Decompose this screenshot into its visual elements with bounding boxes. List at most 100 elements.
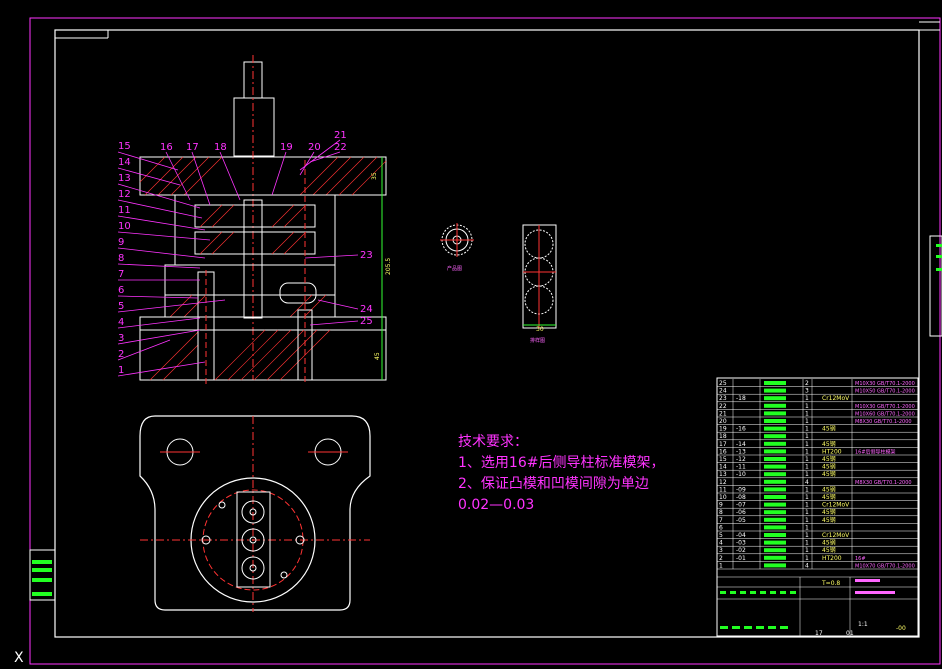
part-label-13: 13 — [118, 173, 131, 184]
drawing-frame — [29, 17, 942, 665]
bom-row-standard: M8X30 GB/T70.1-2000 — [855, 480, 912, 486]
bom-row-number: 18 — [719, 433, 727, 440]
bom-row-name-bar — [764, 563, 786, 568]
bom-row-qty: 1 — [805, 456, 809, 463]
bom-row-number: 17 — [719, 441, 727, 448]
bom-row-number: 5 — [719, 532, 723, 539]
bom-row-qty: 1 — [805, 502, 809, 509]
bom-row-material: 45钢 — [822, 508, 836, 516]
bom-row-number: 20 — [719, 418, 727, 425]
bom-row-name-bar — [764, 517, 786, 522]
bom-row-number: 21 — [719, 410, 727, 417]
bom-row-material: Cr12MoV — [822, 532, 850, 539]
bom-row-name-bar — [764, 411, 786, 416]
bom-row-number: 25 — [719, 380, 727, 387]
bom-row-qty: 1 — [805, 517, 809, 524]
bom-row-code: -14 — [736, 441, 746, 448]
bom-row-material: 45钢 — [822, 516, 836, 524]
bom-row-code: -04 — [736, 532, 746, 539]
svg-text:35: 35 — [371, 172, 378, 180]
bom-row-code: -06 — [736, 509, 746, 516]
bom-row-material: 45钢 — [822, 463, 836, 471]
bom-row-name-bar — [764, 533, 786, 537]
bom-row: 18 1 — [719, 433, 809, 440]
bom-row-code: -13 — [736, 448, 746, 455]
section-view: 35 205.5 45 — [139, 55, 392, 385]
bom-row-code: -05 — [736, 517, 746, 524]
bom-row-qty: 1 — [805, 494, 809, 501]
part-label-14: 14 — [118, 157, 131, 168]
bom-row-number: 23 — [719, 395, 727, 402]
origin-x-mark: X — [14, 650, 24, 666]
bom-row-material: 45钢 — [822, 425, 836, 433]
bom-row-qty: 1 — [805, 448, 809, 455]
bom-row-name-bar — [764, 449, 786, 454]
product-drawing-label: 产品图 — [447, 265, 462, 272]
bom-row-name-bar — [764, 525, 786, 530]
part-label-5: 5 — [118, 301, 124, 312]
bom-row: 10 -08 1 45钢 — [719, 493, 836, 501]
part-label-20: 20 — [308, 142, 321, 153]
bom-row: 8 -06 1 45钢 — [719, 508, 836, 516]
bom-row-number: 6 — [719, 524, 723, 531]
bom-row-qty: 1 — [805, 471, 809, 478]
plan-view — [139, 415, 371, 612]
part-label-15: 15 — [118, 141, 131, 152]
part-label-16: 16 — [160, 142, 173, 153]
bom-row-qty: 1 — [805, 509, 809, 516]
bom-row-qty: 1 — [805, 464, 809, 471]
bom-row-code: -01 — [736, 555, 746, 562]
part-label-10: 10 — [118, 221, 131, 232]
bom-row-code: -08 — [736, 494, 746, 501]
bom-row-number: 3 — [719, 547, 723, 554]
bom-row-qty: 1 — [805, 410, 809, 417]
bom-row-number: 22 — [719, 403, 727, 410]
bom-row-number: 10 — [719, 494, 727, 501]
part-label-2: 2 — [118, 349, 124, 360]
part-label-9: 9 — [118, 237, 124, 248]
technical-requirements: 技术要求： 1、选用16#后侧导柱标准模架， 2、保证凸模和凹模间隙为单边0.0… — [458, 432, 668, 516]
bom-row-number: 8 — [719, 509, 723, 516]
bom-row-name-bar — [764, 381, 786, 385]
outer-frame — [29, 17, 941, 665]
bom-row-number: 9 — [719, 502, 723, 509]
bom-row-name-bar — [764, 419, 786, 423]
part-label-6: 6 — [118, 285, 124, 296]
bom-row-qty: 1 — [805, 441, 809, 448]
bom-row-qty: 1 — [805, 540, 809, 547]
part-label-3: 3 — [118, 333, 124, 344]
bom-row-code: -18 — [736, 395, 746, 402]
part-label-23: 23 — [360, 250, 373, 261]
bom-row-code: -16 — [736, 426, 746, 433]
part-label-21: 21 — [334, 130, 347, 141]
bom-row-material: 45钢 — [822, 493, 836, 501]
bom-row-qty: 3 — [805, 388, 809, 395]
bom-row-number: 12 — [719, 479, 727, 486]
bom-row-code: -07 — [736, 502, 746, 509]
title-sheets: 01 — [846, 630, 854, 637]
bom-row-qty: 1 — [805, 433, 809, 440]
bom-row-code: -11 — [736, 464, 746, 471]
bom-row-number: 7 — [719, 517, 723, 524]
bom-row-number: 11 — [719, 486, 727, 493]
bom-row-number: 16 — [719, 448, 727, 455]
bom-row-code: -12 — [736, 456, 746, 463]
bom-row-standard: 16#后侧导柱模架 — [855, 448, 896, 455]
svg-text:45: 45 — [374, 352, 381, 360]
bom-row-number: 2 — [719, 555, 723, 562]
part-label-22: 22 — [334, 142, 347, 153]
